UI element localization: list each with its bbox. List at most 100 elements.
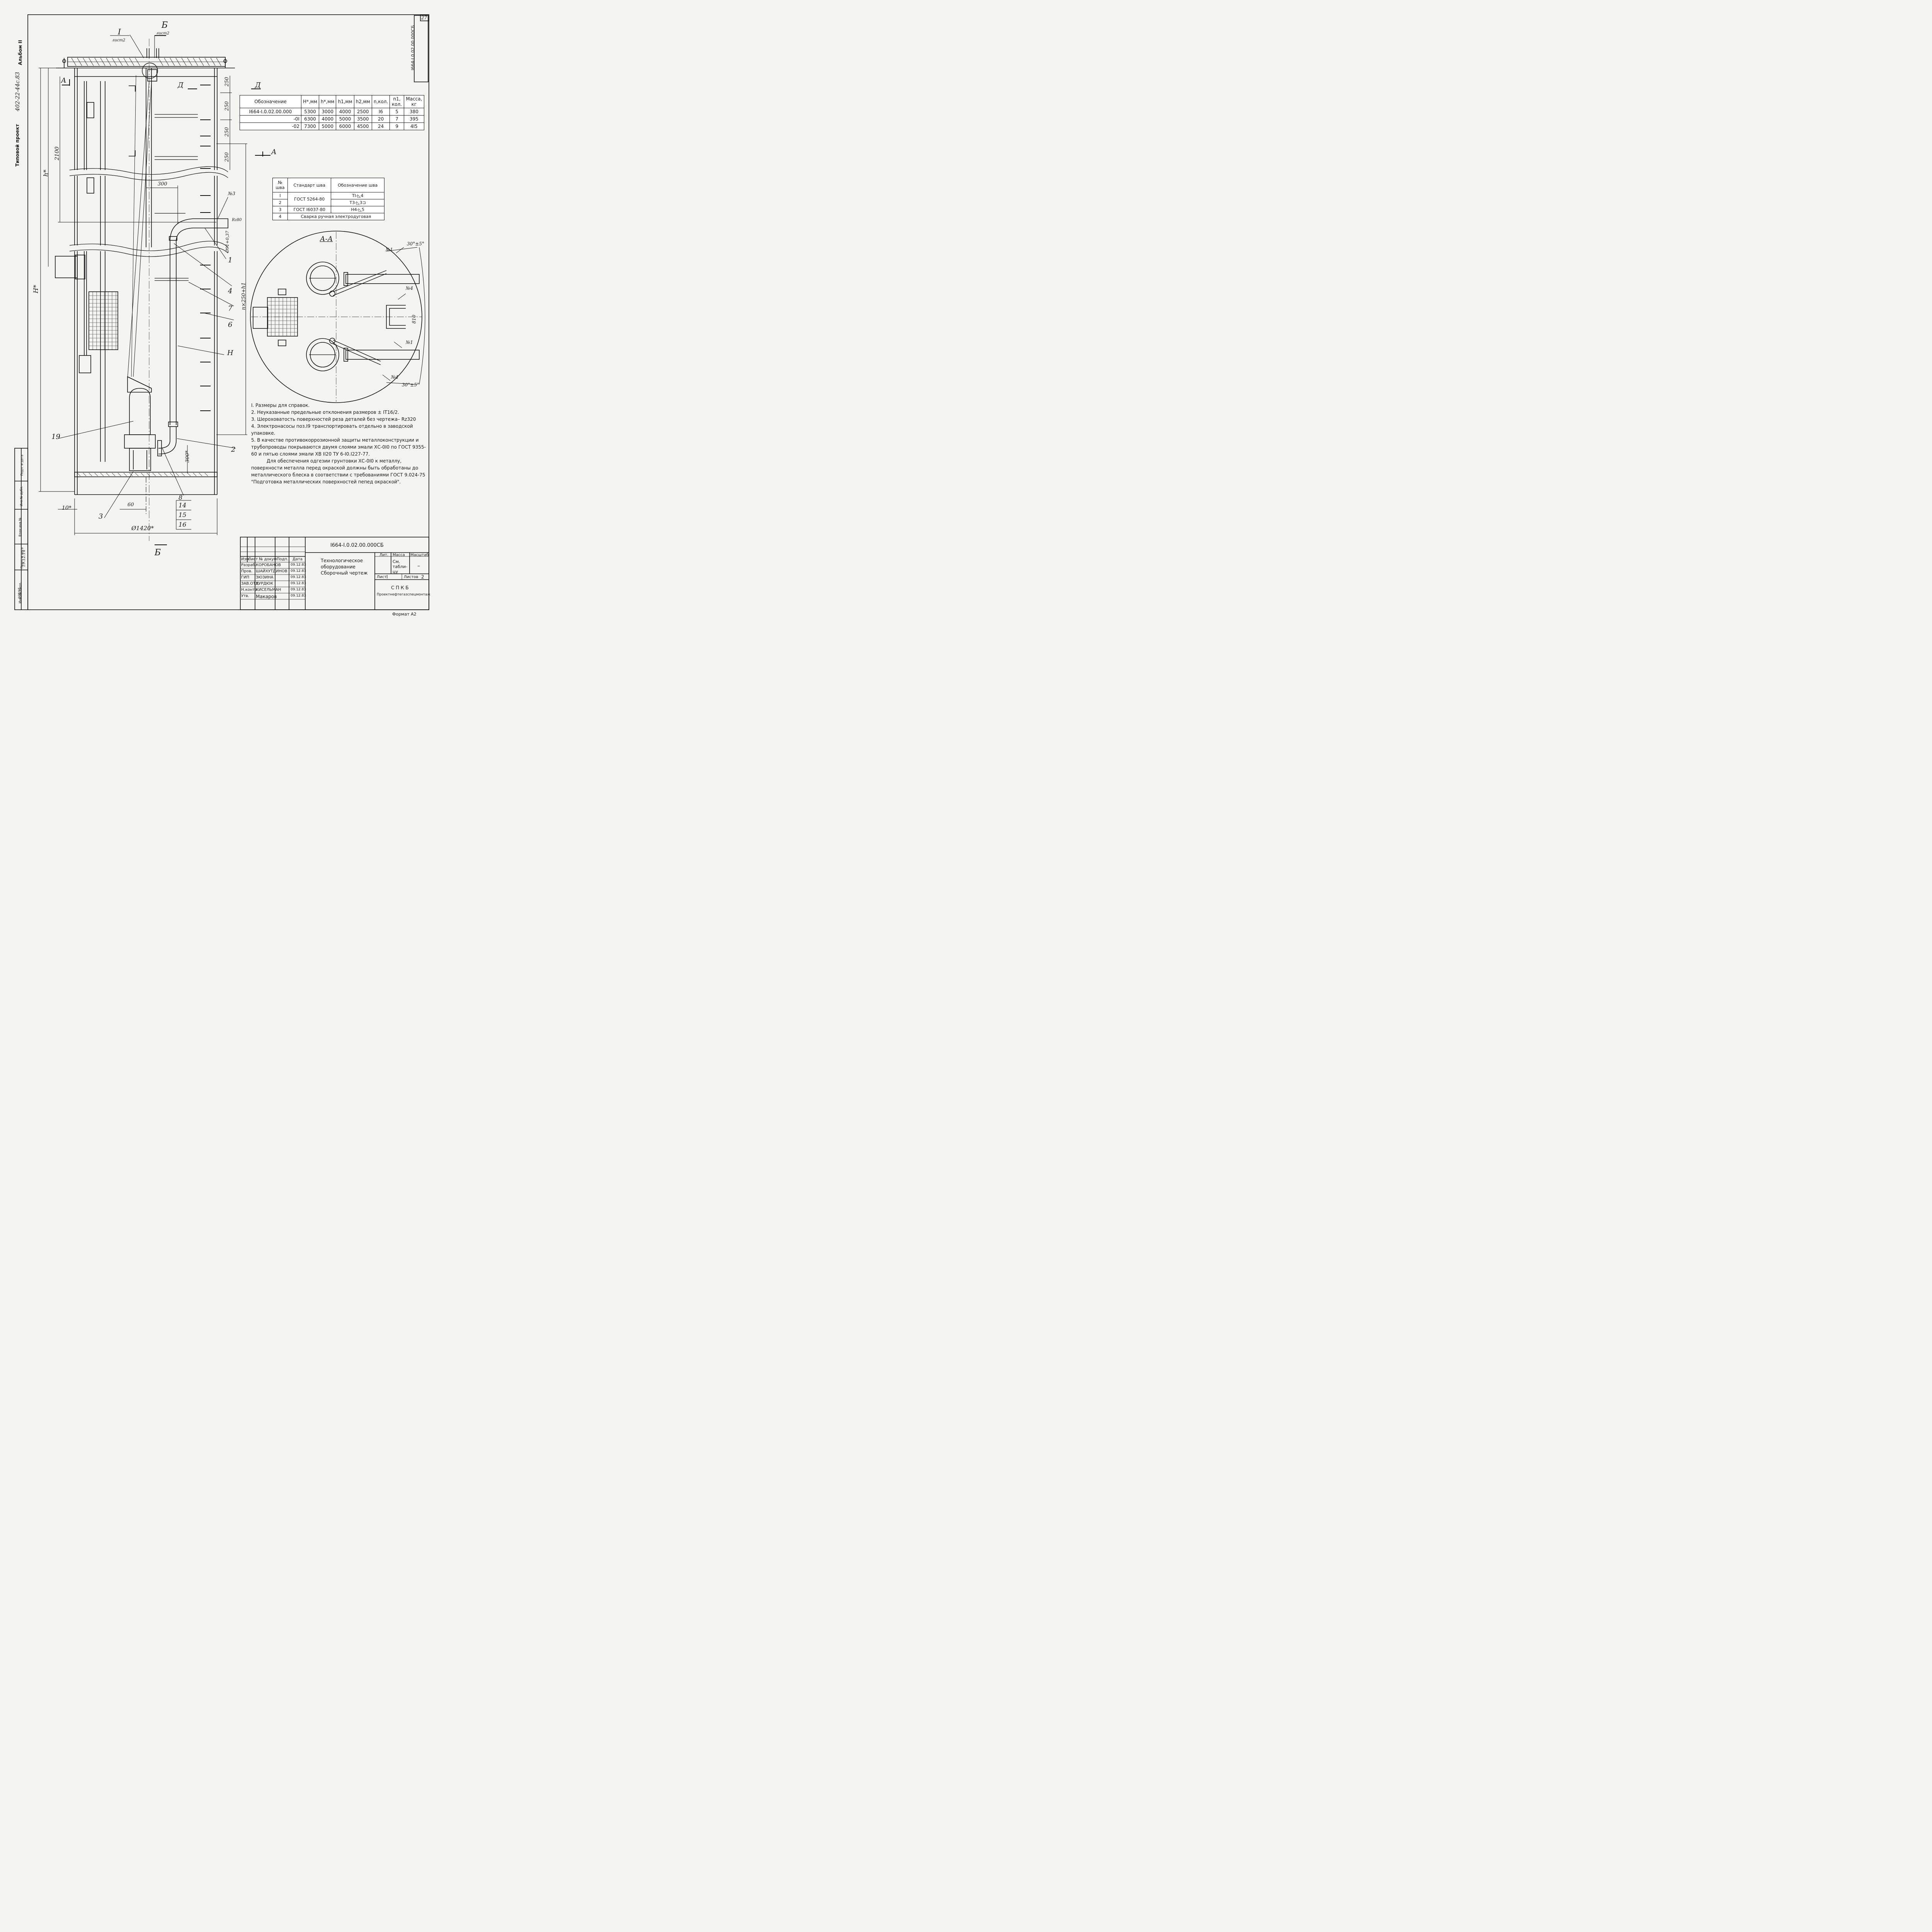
margin-cell-replace: Взам.инв.№	[18, 517, 22, 537]
tb-name-1: КОРОБАНОВ	[256, 563, 281, 567]
callout-2: 2	[231, 446, 236, 454]
tb-sheets-value: 2	[421, 574, 424, 580]
table-cell: 5	[389, 108, 404, 116]
dim-300-bottom: 300*	[185, 450, 191, 463]
table-row: -02 7300 5000 6000 4500 24 9 4I5	[240, 122, 425, 130]
table-row: I664-I.0.02.00.000 5300 3000 4000 2500 I…	[240, 108, 425, 116]
table-cell: 6000	[336, 122, 354, 130]
technical-notes: I. Размеры для справок. 2. Неуказанные п…	[251, 402, 429, 485]
tb-sheet-label: Лист	[377, 575, 387, 579]
table-cell: TI-◺4	[331, 192, 384, 199]
table-cell: 5000	[318, 122, 337, 130]
format-label: Формат А2	[392, 612, 417, 617]
drawing-sheet	[14, 14, 429, 610]
table-cell: 3000	[318, 108, 337, 116]
table-cell: 380	[403, 108, 425, 116]
table-cell: Сварка ручная электродуговая	[287, 213, 384, 220]
callout-1: 1	[228, 256, 233, 264]
section-a-left: А	[61, 77, 66, 85]
section-d-left: Д	[178, 81, 184, 89]
tb-scale-value: –	[417, 563, 420, 569]
tb-date-6: 09.12.83	[291, 594, 306, 598]
note-6: Для обеспечения одгезии грунтовки ХС-0I0…	[251, 458, 425, 485]
tb-date-2: 09.12.83	[291, 569, 306, 573]
sheet-number: 27	[421, 15, 427, 20]
note-4: 4. Электронасосы поз.I9 транспортировать…	[251, 423, 413, 436]
table-cell: 3500	[354, 115, 372, 123]
note-5: 5. В качестве противокоррозионной защиты…	[251, 437, 426, 457]
dim-250-4: 250	[224, 152, 230, 162]
table-cell: 2	[272, 199, 288, 206]
callout-7: 7	[228, 304, 233, 313]
title-block-code: I664-I.0.02.00.000СБ	[330, 543, 384, 548]
weld-table: № шва Стандарт шва Обозначение шва I ГОС…	[272, 178, 384, 220]
table-cell: I664-I.0.02.00.000	[240, 108, 301, 116]
section-b-top: Б	[162, 20, 168, 30]
tb-name-2: ШАЙХУТДИНОВ	[256, 569, 287, 573]
dim-2100: 2100	[54, 146, 60, 160]
table-cell: 7	[389, 115, 404, 123]
table-row: -0I 6300 4000 5000 3500 20 7 395	[240, 115, 425, 123]
project-label: Типовой проект	[14, 124, 20, 167]
note-3: 3. Шероховатость поверхностей реза детал…	[251, 417, 416, 422]
detail-I-sheet: лист2	[112, 38, 126, 43]
callout-H: Н	[227, 349, 233, 357]
tb-col-list: Лист	[248, 557, 258, 561]
table-cell: -0I	[240, 115, 301, 123]
dim-250-3: 250	[224, 127, 230, 137]
tb-mass-value: См. табли-цу	[393, 559, 408, 574]
callout-16: 16	[179, 521, 187, 528]
tb-date-3: 09.12.83	[291, 575, 306, 579]
note-2: 2. Неуказанные предельные отклонения раз…	[251, 410, 399, 415]
pump-19	[124, 376, 156, 471]
sheet-frame	[27, 14, 429, 610]
table-cell: 20	[371, 115, 390, 123]
margin-cell-sign2: Подп. и дата	[20, 454, 24, 476]
table-cell: 4000	[318, 115, 337, 123]
tb-lit-label: Лит.	[379, 553, 389, 557]
angle-bottom: 30°±5°	[402, 382, 419, 388]
table-cell: 2500	[354, 108, 372, 116]
spec-col-h: h*,мм	[318, 95, 337, 108]
tb-date-1: 09.12.83	[291, 563, 306, 567]
weld-callout-1b: №1	[406, 340, 413, 345]
weld-callout-4a: №4	[406, 286, 413, 291]
weld-callout-1a: №1	[386, 247, 393, 252]
title-name-3: Сборочный чертеж	[321, 570, 368, 576]
tb-org-1: С П К Б	[391, 585, 409, 590]
tb-scale-label: Масштаб	[410, 553, 429, 557]
callout-14: 14	[179, 502, 187, 509]
callout-8: 8	[179, 494, 183, 501]
dim-pipe: Ø91+0,37	[224, 231, 230, 253]
rz80: Rz80	[232, 218, 242, 222]
spec-table: Обозначение H*,мм h*,мм h1,мм h2,мм n,ко…	[240, 95, 425, 130]
tb-sheets-label: Листов	[404, 575, 418, 579]
dim-60: 60	[128, 502, 134, 508]
tb-org-2: Проектнефтегазспецмонтаж	[377, 593, 430, 597]
title-block-grid	[240, 537, 429, 610]
table-cell: 4500	[354, 122, 372, 130]
weld-col-designation: Обозначение шва	[331, 178, 384, 192]
section-d-right: Д	[255, 81, 261, 89]
spec-col-code: Обозначение	[240, 95, 301, 108]
tb-role-6: Утв.	[241, 594, 249, 598]
tb-date-4: 09.12.83	[291, 582, 306, 585]
table-row: I ГОСТ 5264-80 TI-◺4	[272, 192, 384, 206]
table-cell: 4I5	[403, 122, 425, 130]
tb-role-1: Разраб.	[241, 563, 257, 567]
title-name-1: Технологическое	[321, 558, 363, 563]
tb-role-2: Пров.	[241, 569, 253, 573]
project-code: 402-22-44с.83	[14, 72, 21, 111]
table-cell: 4	[272, 213, 288, 220]
dim-H: H*	[32, 285, 39, 293]
angle-top: 30°±5°	[407, 241, 424, 247]
table-cell: T3-◺3⊐	[331, 199, 384, 206]
section-b-bottom: Б	[155, 548, 161, 558]
tb-name-5: КИСЕЛЬМАН	[256, 588, 281, 592]
table-cell: 6300	[301, 115, 319, 123]
tb-col-doc: № докум.	[259, 557, 278, 561]
dim-10: 10*	[62, 505, 71, 511]
dim-250-2: 250	[224, 101, 230, 111]
section-a-right: А	[271, 148, 277, 156]
detail-I: I	[118, 27, 121, 36]
